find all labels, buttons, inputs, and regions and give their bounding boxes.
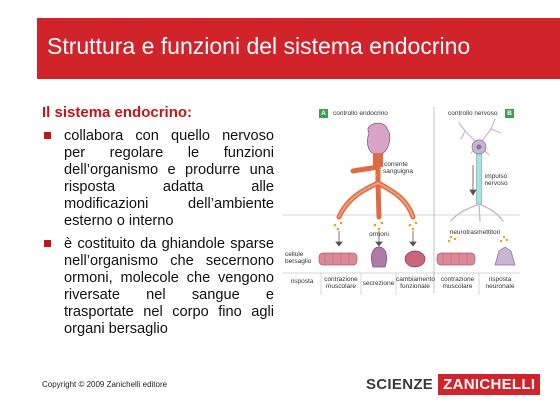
panel-a-title: controllo endocrino bbox=[333, 110, 388, 117]
brand-zanichelli: ZANICHELLI bbox=[438, 373, 541, 395]
target-cells-nervous bbox=[436, 246, 516, 266]
illustration-drawing bbox=[283, 107, 520, 295]
gland-vessel bbox=[373, 153, 383, 167]
response-label: cambiamento funzionale bbox=[396, 276, 436, 290]
slide-title: Struttura e funzioni del sistema endocri… bbox=[47, 33, 471, 59]
label-ormoni: ormoni bbox=[369, 231, 389, 238]
endocrine-vs-nervous-illustration: A controllo endocrino controllo nervoso … bbox=[283, 105, 520, 295]
brand-scienze: SCIENZE bbox=[366, 375, 434, 393]
response-label: contrazione muscolare bbox=[440, 276, 475, 290]
bullet-square-icon bbox=[44, 240, 51, 247]
gland-cell bbox=[367, 122, 391, 156]
section-subtitle: Il sistema endocrino: bbox=[42, 104, 193, 121]
bullet-item: collabora con quello nervoso per regolar… bbox=[42, 128, 274, 230]
publisher-logo: SCIENZE ZANICHELLI bbox=[366, 373, 541, 395]
neurotransmitter-dots bbox=[447, 235, 509, 243]
label-cellule-bersaglio: cellule bersaglio bbox=[285, 251, 312, 265]
impulse-arrow bbox=[469, 165, 477, 196]
label-impulso-nervoso: impulso nervoso bbox=[484, 173, 508, 187]
bullet-text: è costituito da ghiandole sparse nell’or… bbox=[64, 236, 274, 337]
bullet-item: è costituito da ghiandole sparse nell’or… bbox=[42, 236, 274, 338]
panel-tag-a: A bbox=[319, 109, 328, 118]
neuron-drawing bbox=[450, 118, 504, 222]
bullet-square-icon bbox=[44, 132, 51, 139]
response-label: risposta bbox=[290, 278, 314, 285]
response-label: secrezione bbox=[362, 280, 395, 287]
target-cells-endocrine bbox=[318, 246, 426, 268]
bullet-list: collabora con quello nervoso per regolar… bbox=[42, 128, 274, 344]
response-label: risposta neuronale bbox=[485, 276, 515, 290]
response-row-separators bbox=[320, 273, 480, 295]
response-label: contrazione muscolare bbox=[324, 276, 358, 290]
panel-tag-b: B bbox=[505, 109, 514, 118]
hormone-dots bbox=[333, 168, 418, 231]
label-neurotrasmettitori: neurotrasmettitori bbox=[449, 229, 501, 236]
panel-b-title: controllo nervoso bbox=[448, 110, 498, 117]
bullet-text: collabora con quello nervoso per regolar… bbox=[64, 128, 274, 229]
copyright-text: Copyright © 2009 Zanichelli editore bbox=[42, 380, 168, 389]
hormone-arrows bbox=[335, 231, 417, 247]
label-corrente-sanguigna: corrente sanguigna bbox=[383, 161, 413, 175]
title-bar: Struttura e funzioni del sistema endocri… bbox=[37, 18, 560, 79]
